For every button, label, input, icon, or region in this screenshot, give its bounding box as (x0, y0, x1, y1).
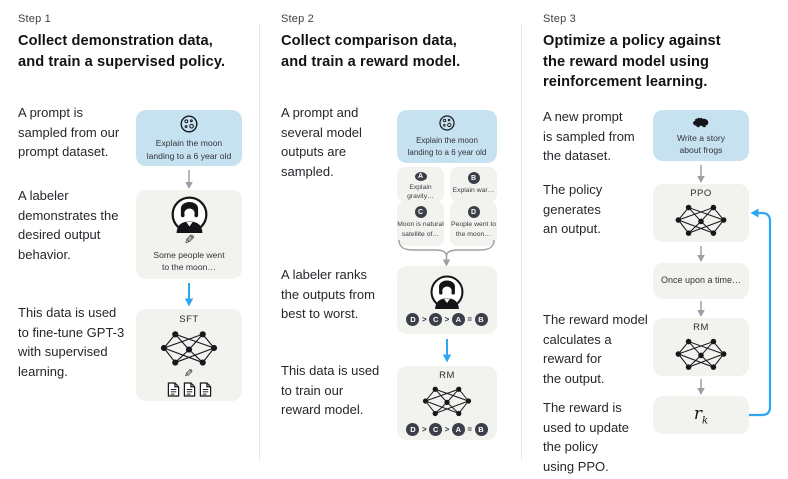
rank-op: > (444, 425, 450, 434)
rm-label: RM (439, 370, 455, 381)
arrow-down-icon (697, 379, 705, 395)
blue-arrow-down-icon (184, 283, 194, 307)
feedback-loop-arrow-icon (749, 208, 772, 417)
step3-ppo-card: PPO (653, 184, 749, 242)
step1-sft-card: SFT ✎ (136, 309, 242, 401)
output-a-badge: A (414, 172, 427, 181)
ranking-row: D > C > A = B (406, 423, 488, 436)
rank-op: = (467, 314, 472, 324)
output-b-text: Explain war… (452, 187, 495, 194)
neural-net-icon (673, 335, 729, 373)
step1-prompt-text: Explain the moon landing to a 6 year old (146, 138, 232, 161)
step1-labeler-card: ✎ Some people went to the moon… (136, 190, 242, 279)
step2-label: Step 2 (281, 13, 315, 25)
step3-rm-card: RM (653, 318, 749, 376)
rank-badge: B (474, 423, 488, 436)
output-a-text: Explain gravity… (407, 183, 434, 201)
step1-label: Step 1 (18, 13, 52, 25)
moon-icon (179, 114, 199, 134)
reward-value: rk (693, 403, 709, 427)
step2-caption-prompt: A prompt and several model outputs are s… (281, 105, 362, 179)
step2-labeler-card: D > C > A = B (397, 266, 497, 334)
step3-output-text: Once upon a time… (660, 275, 742, 286)
rank-op: > (421, 425, 427, 434)
step3-caption-update: The reward is used to update the policy … (543, 400, 630, 474)
rank-badge: D (406, 312, 420, 326)
step3-output-card: Once upon a time… (653, 263, 749, 299)
rank-badge: C (429, 312, 443, 326)
step2-prompt-card: Explain the moon landing to a 6 year old (397, 110, 497, 163)
step2-caption-train: This data is used to train our reward mo… (281, 363, 380, 417)
labeler-icon (430, 275, 464, 309)
step3-caption-policy: The policy generates an output. (543, 182, 603, 236)
ppo-label: PPO (690, 187, 712, 199)
neural-net-icon (673, 201, 729, 239)
output-d-text: People went to the moon… (451, 221, 496, 238)
step1-demonstration-text: Some people went to the moon… (153, 249, 225, 272)
output-card-c: C Moon is natural satellite of… (397, 201, 444, 246)
arrow-down-icon (697, 301, 705, 317)
step2-rm-card: RM D > C > A = B (397, 366, 497, 440)
step1-caption-labeler: A labeler demonstrates the desired outpu… (18, 188, 119, 262)
step3-prompt-text: Write a story about frogs (676, 132, 726, 155)
ranking-row: D > C > A = B (406, 312, 488, 326)
brace-arrow-icon (398, 239, 495, 267)
output-card-a: A Explain gravity… (397, 167, 444, 202)
blue-arrow-down-icon (442, 339, 452, 363)
arrow-down-icon (697, 246, 705, 262)
output-b-badge: B (467, 172, 480, 184)
column-divider (259, 24, 260, 460)
sft-label: SFT (179, 313, 199, 325)
frog-icon (691, 115, 711, 129)
output-c-badge: C (414, 206, 427, 218)
output-c-text: Moon is natural satellite of… (397, 221, 444, 238)
arrow-down-icon (697, 165, 705, 183)
rank-badge: A (451, 312, 465, 326)
step1-heading: Collect demonstration data, and train a … (18, 33, 226, 70)
step3-label: Step 3 (543, 13, 577, 25)
rank-op: = (467, 425, 472, 434)
document-icon (167, 382, 180, 397)
neural-net-icon (158, 327, 220, 369)
rm-label: RM (693, 321, 709, 333)
pencil-icon: ✎ (183, 231, 195, 247)
rank-badge: B (474, 312, 488, 326)
moon-icon (438, 114, 456, 132)
rank-op: > (421, 314, 427, 324)
step3-caption-prompt: A new prompt is sampled from the dataset… (543, 109, 635, 163)
step3-caption-reward: The reward model calculates a reward for… (543, 312, 648, 386)
rank-badge: D (406, 423, 420, 436)
rank-badge: C (429, 423, 443, 436)
step1-caption-finetune: This data is used to fine-tune GPT-3 wit… (18, 305, 125, 379)
step1-prompt-card: Explain the moon landing to a 6 year old (136, 110, 242, 166)
labeler-icon (171, 196, 208, 233)
output-card-d: D People went to the moon… (450, 201, 497, 246)
output-d-badge: D (467, 206, 480, 218)
step2-heading: Collect comparison data, and train a rew… (281, 33, 461, 70)
step3-reward-card: rk (653, 396, 749, 434)
step3-heading: Optimize a policy against the reward mod… (543, 33, 721, 91)
step1-caption-prompt: A prompt is sampled from our prompt data… (18, 105, 120, 159)
neural-net-icon (420, 383, 474, 419)
document-icon (199, 382, 212, 397)
pencil-icon: ✎ (184, 367, 194, 380)
rank-op: > (444, 314, 450, 324)
step3-prompt-card: Write a story about frogs (653, 110, 749, 161)
arrow-down-icon (185, 170, 193, 189)
step2-prompt-text: Explain the moon landing to a 6 year old (407, 136, 487, 157)
column-divider (521, 24, 522, 460)
document-icon (183, 382, 196, 397)
rank-badge: A (451, 423, 465, 436)
output-card-b: B Explain war… (450, 167, 497, 202)
documents-icon (167, 382, 212, 397)
step2-caption-rank: A labeler ranks the outputs from best to… (281, 267, 375, 321)
